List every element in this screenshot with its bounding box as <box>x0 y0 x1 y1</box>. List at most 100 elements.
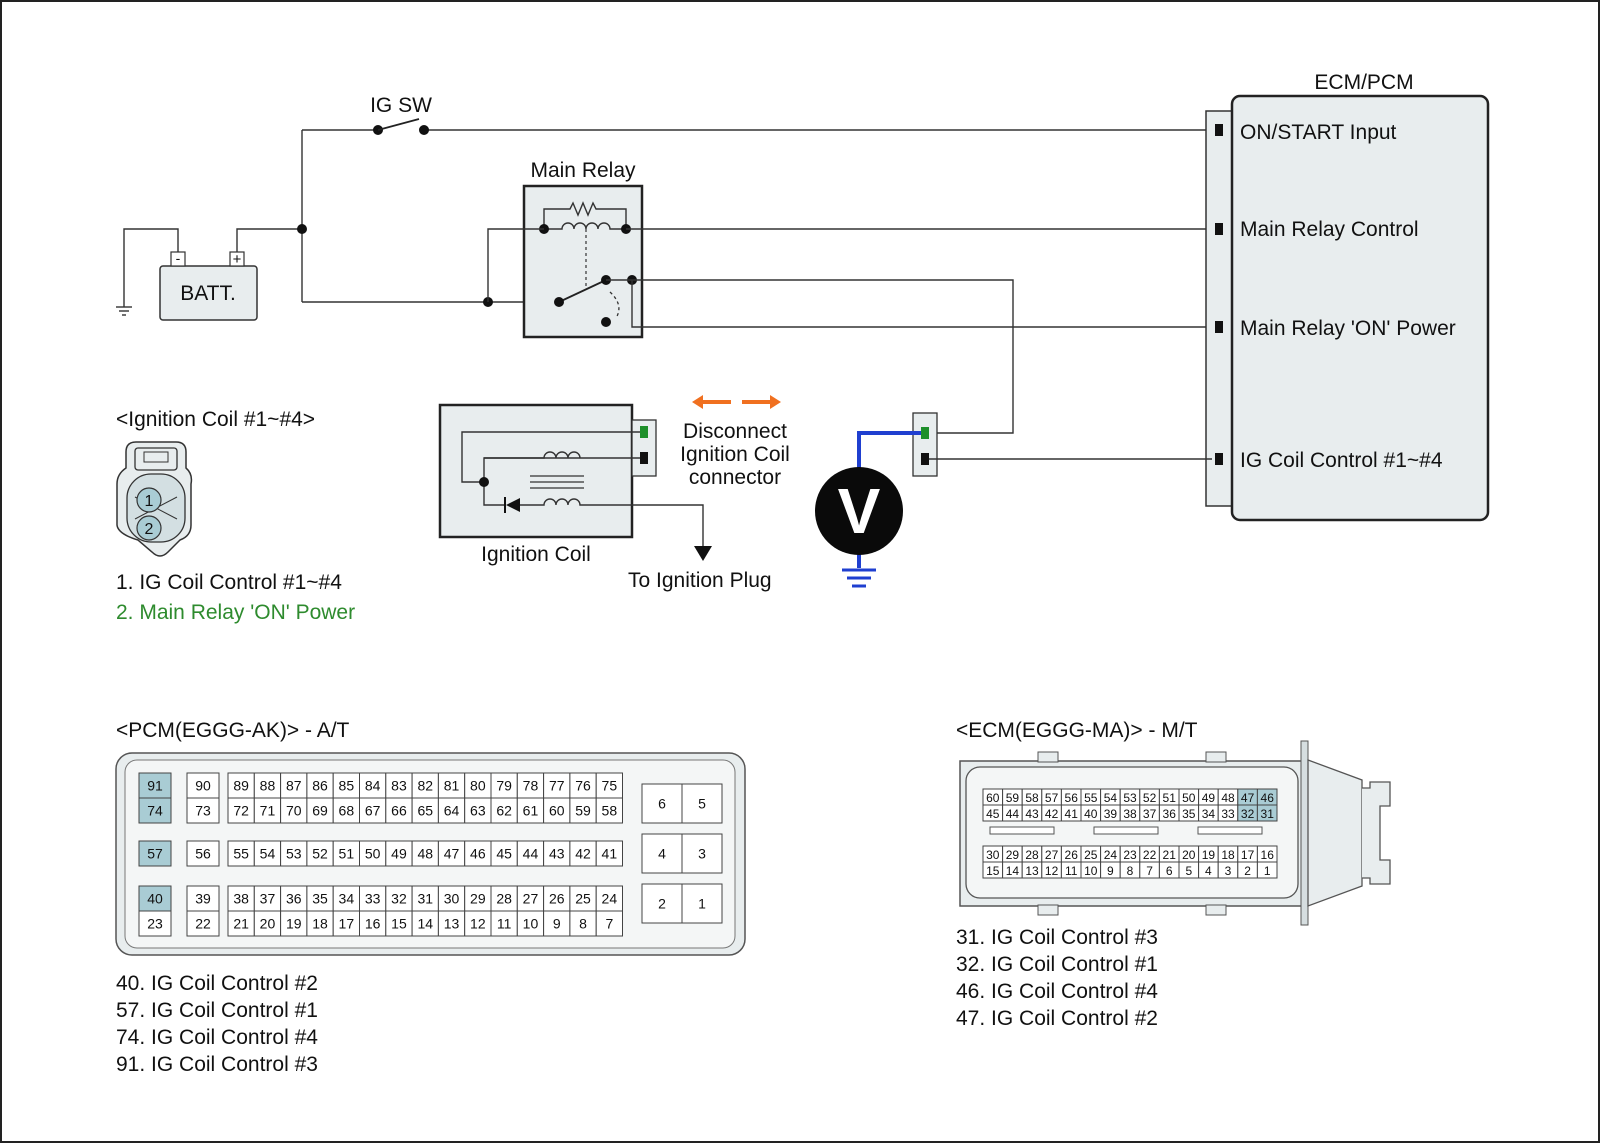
pcm-pin-label: 89 <box>233 778 249 794</box>
pcm-pin-label: 26 <box>549 891 565 907</box>
pcm-pin-label: 30 <box>444 891 460 907</box>
pcm-pin-label: 54 <box>260 846 276 862</box>
pcm-pin-label: 10 <box>523 916 539 932</box>
ecm-pin-label: 42 <box>1045 807 1059 821</box>
ecm-pin-label: 2 <box>1244 864 1251 878</box>
ecm-pin-label: 16 <box>1261 848 1275 862</box>
pcm-pin-cell <box>595 797 624 824</box>
pcm-power-pin-cell <box>641 833 683 874</box>
ecm-pin-label: 57 <box>1045 791 1059 805</box>
ecm-pin-label: 35 <box>1182 807 1196 821</box>
pcm-pin-cell <box>186 772 220 799</box>
pcm-pin-cell <box>186 910 220 937</box>
pcm-pin-label: 78 <box>523 778 539 794</box>
pcm-pin-label: 44 <box>523 846 539 862</box>
pcm-pin-label: 46 <box>470 846 486 862</box>
pcm-pin-label: 36 <box>286 891 302 907</box>
pcm-pin-cell <box>411 910 439 937</box>
junction-dot <box>297 224 307 234</box>
pcm-pin-cell <box>464 840 492 867</box>
pcm-pin-cell <box>595 840 624 867</box>
pcm-power-pin-label: 3 <box>698 846 706 862</box>
pcm-pin-cell <box>516 885 545 912</box>
pcm-pin-label: 18 <box>312 916 328 932</box>
pcm-pin-cell <box>595 910 624 937</box>
pcm-pin-label: 37 <box>260 891 276 907</box>
ecm-pin-marker <box>1215 223 1223 235</box>
ecm-pin-marker <box>1215 453 1223 465</box>
pcm-legend-3: 74. IG Coil Control #4 <box>116 1026 318 1049</box>
pcm-pin-label: 64 <box>444 803 460 819</box>
pcm-pin-label: 17 <box>339 916 355 932</box>
pcm-pin-cell <box>464 910 492 937</box>
ecm-title: ECM/PCM <box>1314 71 1413 94</box>
ecm-pin-label: 6 <box>1166 864 1173 878</box>
black-pin-marker <box>921 453 929 465</box>
pcm-pin-cell <box>490 885 518 912</box>
pcm-pin-cell <box>543 797 571 824</box>
ground-symbol-voltmeter <box>842 568 876 588</box>
pcm-pin-cell <box>138 910 172 937</box>
pcm-pin-label: 11 <box>497 916 512 932</box>
ecm-pin-relay-control: Main Relay Control <box>1240 218 1419 241</box>
pcm-pin-cell <box>227 840 255 867</box>
main-relay-box <box>522 184 644 339</box>
pcm-pin-label: 87 <box>286 778 302 794</box>
pcm-pin-label: 90 <box>195 778 211 794</box>
pcm-pin-cell <box>332 772 361 799</box>
pcm-pin-label: 62 <box>496 803 512 819</box>
coil-junction-dot <box>479 477 489 487</box>
ecm-pin-label: 12 <box>1045 864 1059 878</box>
pcm-pin-label: 27 <box>523 891 539 907</box>
ecm-pin-label: 51 <box>1163 791 1177 805</box>
pcm-pin-label: 28 <box>496 891 512 907</box>
pcm-pin-label: 74 <box>147 803 163 819</box>
pcm-pin-label: 73 <box>195 803 211 819</box>
wire-relay-on-power-ecm <box>631 280 1212 328</box>
pcm-pin-label: 70 <box>286 803 302 819</box>
pcm-pin-label: 49 <box>391 846 407 862</box>
pcm-pin-label: 86 <box>312 778 328 794</box>
ecm-pin-label: 13 <box>1025 864 1039 878</box>
pcm-pin-label: 84 <box>365 778 381 794</box>
pcm-pin-label: 41 <box>602 846 618 862</box>
pcm-pin-cell <box>138 840 172 867</box>
pcm-pin-label: 85 <box>339 778 355 794</box>
to-ignition-plug-label: To Ignition Plug <box>628 569 772 592</box>
pcm-pin-label: 8 <box>579 916 587 932</box>
pcm-pin-label: 68 <box>339 803 355 819</box>
ecm-pin-label: 22 <box>1143 848 1157 862</box>
pcm-pin-cell <box>411 885 439 912</box>
ecm-legend-2: 32. IG Coil Control #1 <box>956 953 1158 976</box>
ecm-pin-label: 47 <box>1241 791 1255 805</box>
ecm-pin-label: 18 <box>1221 848 1235 862</box>
pcm-pin-label: 58 <box>602 803 618 819</box>
pcm-pin-cell <box>464 885 492 912</box>
relay-resistor <box>543 201 627 229</box>
pcm-pin-label: 61 <box>523 803 539 819</box>
pcm-pin-cell <box>186 840 220 867</box>
to-plug-arrow <box>694 546 712 561</box>
pcm-pin-label: 88 <box>260 778 276 794</box>
pcm-pin-cell <box>464 772 492 799</box>
pcm-pin-cell <box>385 885 413 912</box>
pcm-pin-cell <box>411 797 439 824</box>
ignition-switch-label: IG SW <box>370 94 432 117</box>
pcm-pin-cell <box>595 885 624 912</box>
pcm-power-pin-label: 5 <box>698 796 706 812</box>
voltmeter-symbol: V <box>838 475 881 547</box>
ignition-coil-box <box>438 403 634 539</box>
pcm-pin-cell <box>595 772 624 799</box>
main-relay-label: Main Relay <box>530 159 636 182</box>
pcm-legend-2: 57. IG Coil Control #1 <box>116 999 318 1022</box>
ground-symbol-battery <box>116 302 132 316</box>
ecm-pin-label: 46 <box>1261 791 1275 805</box>
pcm-pin-label: 12 <box>470 916 486 932</box>
wire-battery-ground <box>123 228 179 302</box>
pcm-pin-label: 32 <box>391 891 407 907</box>
pcm-pin-label: 15 <box>391 916 407 932</box>
pcm-pin-label: 75 <box>602 778 618 794</box>
wire-relay-on-power-coil <box>632 279 1014 434</box>
pcm-pin-label: 43 <box>549 846 565 862</box>
